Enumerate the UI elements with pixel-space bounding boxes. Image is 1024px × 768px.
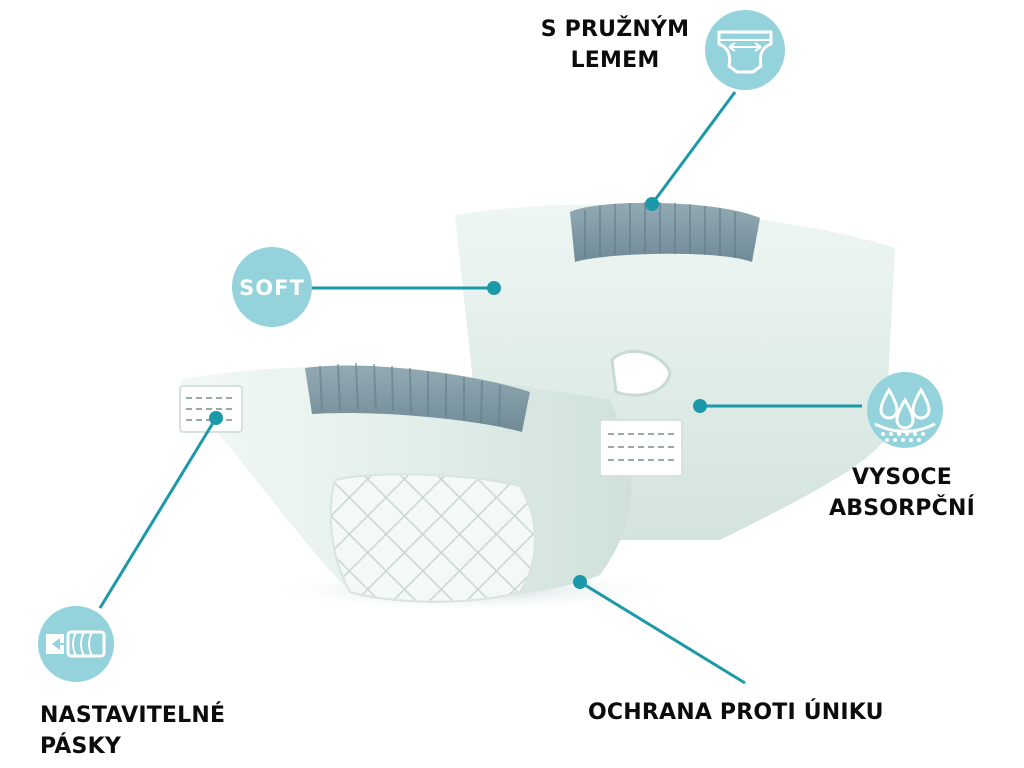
waistband-pleats-front: [319, 362, 501, 427]
label-absorbent-line2: ABSORPČNÍ: [829, 496, 975, 521]
product-back-waistband: [570, 202, 760, 262]
callout-dot-absorbent: [693, 399, 707, 413]
label-elastic-line1: S PRUŽNÝM: [540, 17, 690, 42]
callout-line-tapes: [98, 417, 218, 609]
callout-dot-leak: [573, 575, 587, 589]
label-tapes-line1: NASTAVITELNÉ: [40, 703, 226, 728]
callout-line-leak: [579, 580, 746, 685]
label-elastic-waist: S PRUŽNÝM LEMEM: [520, 14, 710, 76]
absorbent-core-mesh: [329, 473, 536, 603]
label-elastic-line2: LEMEM: [570, 48, 660, 73]
callout-dot-soft: [487, 281, 501, 295]
label-leak-text: OCHRANA PROTI ÚNIKU: [588, 700, 884, 725]
label-tapes-line2: PÁSKY: [40, 734, 121, 759]
callout-lines: [98, 91, 862, 685]
label-leak-protection: OCHRANA PROTI ÚNIKU: [588, 697, 884, 728]
waistband-pleats-back: [584, 202, 736, 258]
product-leg-opening: [610, 350, 672, 397]
label-adjustable-tapes: NASTAVITELNÉ PÁSKY: [40, 700, 225, 762]
soft-badge: SOFT: [232, 247, 312, 327]
elastic-waist-icon: [705, 10, 785, 90]
callout-line-elastic: [650, 91, 737, 205]
soft-badge-text: SOFT: [239, 276, 305, 300]
callout-dot-tapes: [209, 411, 223, 425]
adjustable-tape-icon: [38, 606, 114, 682]
label-absorbent-line1: VYSOCE: [852, 465, 952, 490]
fastening-tape-right: [599, 419, 683, 477]
fastening-tape-left: [179, 385, 243, 433]
water-drops-icon: [867, 372, 943, 448]
product-front-waistband: [305, 365, 530, 432]
callout-dot-elastic: [645, 197, 659, 211]
label-absorbent: VYSOCE ABSORPČNÍ: [812, 462, 992, 524]
callout-dots: [209, 197, 707, 589]
